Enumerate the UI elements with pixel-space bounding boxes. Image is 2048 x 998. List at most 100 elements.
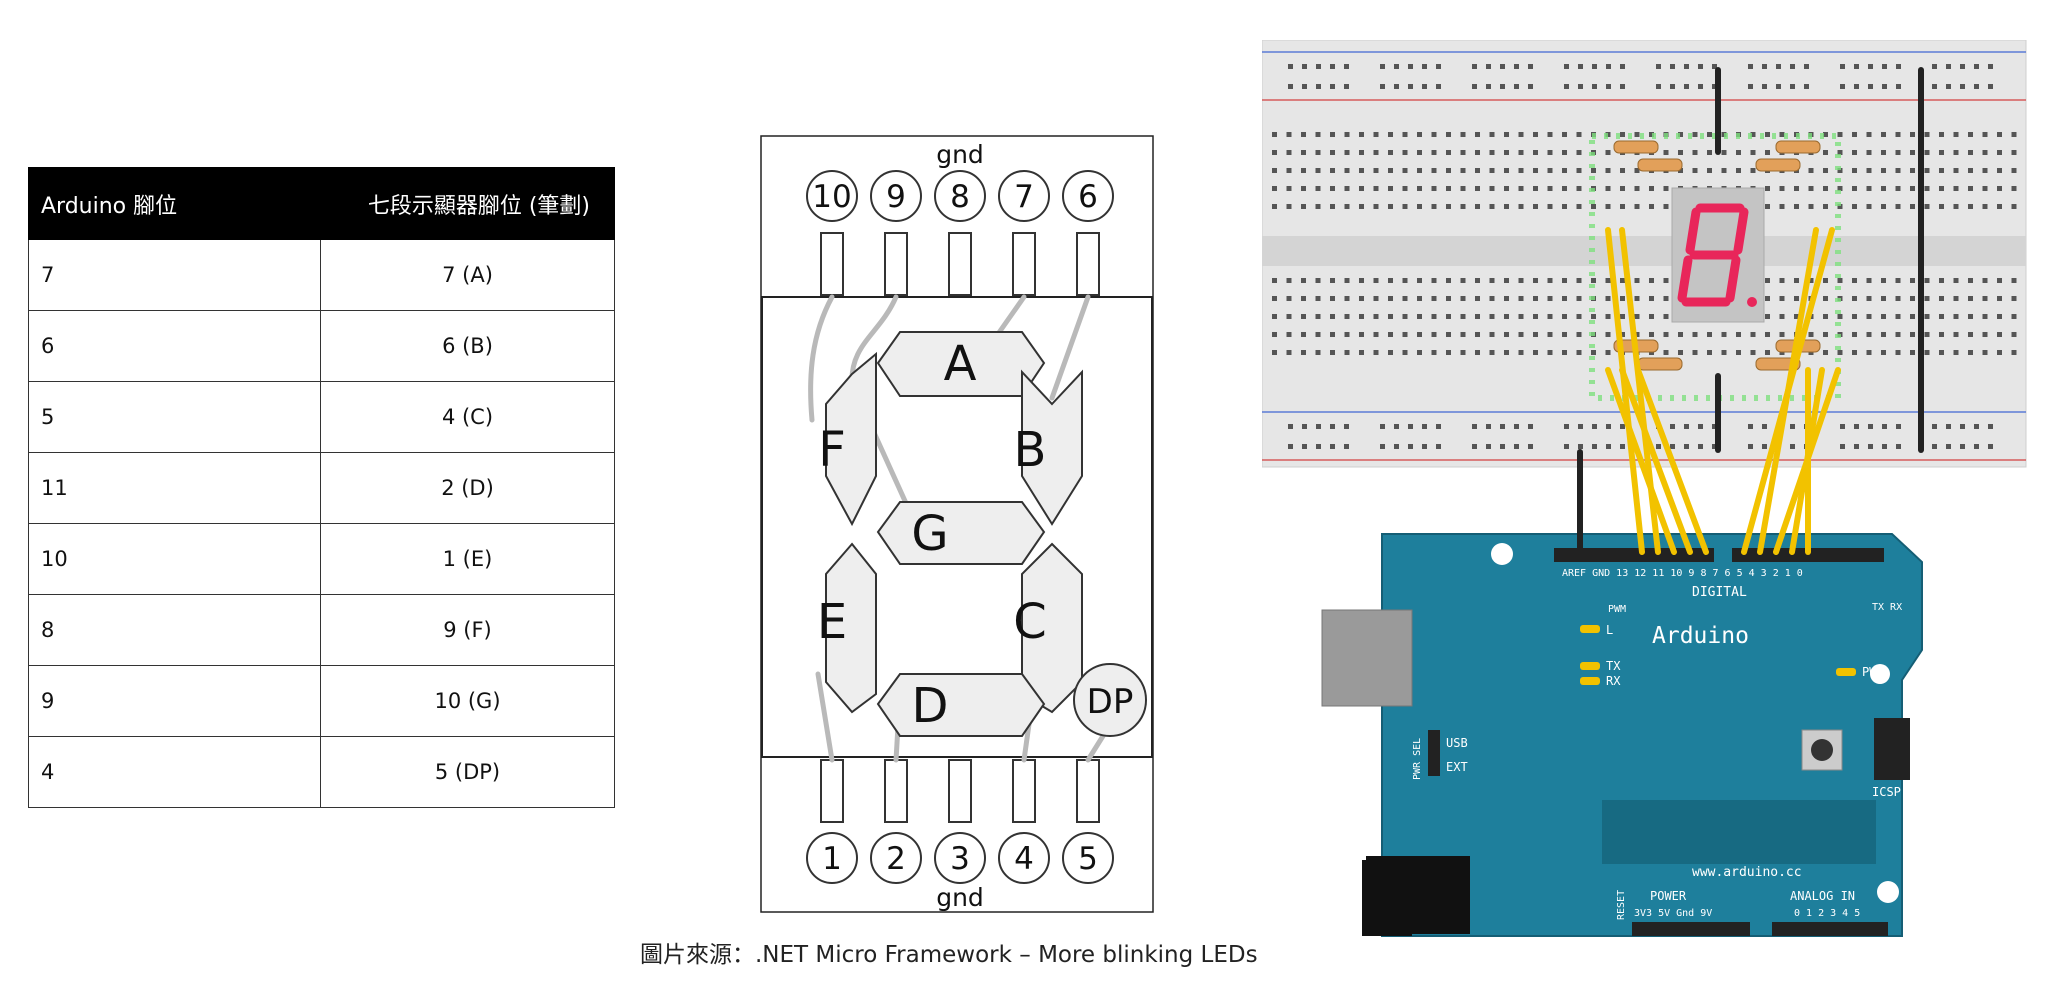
breadboard-hole: [1286, 350, 1292, 355]
breadboard-hole: [1924, 350, 1930, 355]
breadboard-hole: [1997, 332, 2002, 337]
breadboard-hole: [1359, 168, 1364, 173]
breadboard-hole: [1578, 444, 1583, 449]
segment-pin-cell: 2 (D): [320, 452, 615, 524]
breadboard-hole: [1953, 132, 1959, 137]
breadboard-hole: [1486, 84, 1491, 89]
breadboard-holes: [1272, 64, 2017, 449]
breadboard-hole: [1446, 204, 1451, 209]
header-pin-labels: AREF GND 13 12 11 10 9 8 7 6 5 4 3 2 1 0: [1562, 568, 1803, 579]
wire: [1605, 367, 1677, 555]
breadboard-hole: [1380, 424, 1385, 429]
breadboard-hole: [1953, 150, 1959, 155]
breadboard-hole: [1852, 332, 1857, 337]
breadboard-hole: [1359, 350, 1364, 355]
breadboard-hole: [1840, 444, 1845, 449]
breadboard-hole: [1564, 64, 1569, 69]
breadboard-hole: [1707, 150, 1712, 155]
breadboard-hole: [1547, 332, 1553, 337]
breadboard-hole: [1518, 278, 1524, 283]
breadboard-hole: [1373, 186, 1379, 191]
segment-g: [876, 501, 1046, 565]
breadboard-hole: [1330, 64, 1335, 69]
breadboard-hole: [1736, 332, 1741, 337]
pin-label: 4: [1014, 841, 1034, 877]
breadboard-hole: [1489, 314, 1495, 319]
breadboard-hole: [1489, 150, 1495, 155]
breadboard-hole: [1408, 424, 1413, 429]
breadboard-hole: [1997, 296, 2002, 301]
breadboard-hole: [1475, 296, 1480, 301]
breadboard-hole: [1486, 64, 1491, 69]
breadboard-hole: [1698, 424, 1703, 429]
breadboard-hole: [1315, 332, 1321, 337]
breadboard-hole: [1895, 132, 1901, 137]
breadboard-hole: [1417, 132, 1422, 137]
breadboard-hole: [1504, 296, 1509, 301]
breadboard-hole: [1634, 168, 1640, 173]
breadboard-hole: [1736, 350, 1741, 355]
breadboard-hole: [1518, 350, 1524, 355]
breadboard-hole: [1591, 314, 1596, 319]
bottom-pins: 1 2 3 4 5: [806, 759, 1114, 884]
breadboard-hole: [1656, 64, 1661, 69]
breadboard-hole: [1301, 332, 1306, 337]
breadboard-hole: [1684, 424, 1689, 429]
breadboard-hole: [1765, 296, 1770, 301]
breadboard-hole: [1953, 350, 1959, 355]
breadboard-hole: [1272, 204, 1277, 209]
breadboard-hole: [1866, 186, 1872, 191]
breadboard-hole: [1344, 314, 1350, 319]
pwm-label: PWM: [1608, 604, 1626, 615]
breadboard-hole: [1678, 332, 1683, 337]
breadboard-hole: [1500, 444, 1505, 449]
breadboard-hole: [1762, 84, 1767, 89]
breadboard-hole: [1359, 186, 1364, 191]
breadboard-hole: [1388, 278, 1393, 283]
breadboard-hole: [1475, 332, 1480, 337]
breadboard-hole: [1882, 84, 1887, 89]
breadboard-hole: [1779, 332, 1785, 337]
breadboard-hole: [1547, 132, 1553, 137]
breadboard-hole: [1373, 350, 1379, 355]
pin-label: 10: [812, 179, 851, 215]
breadboard-hole: [1460, 204, 1466, 209]
breadboard-hole: [1302, 84, 1307, 89]
pin-label: 8: [950, 179, 970, 215]
breadboard-hole: [1446, 186, 1451, 191]
pin-circle: [806, 170, 858, 222]
breadboard-hole: [1272, 314, 1277, 319]
breadboard-hole: [1953, 314, 1959, 319]
breadboard-hole: [1431, 150, 1437, 155]
breadboard-hole: [1475, 204, 1480, 209]
breadboard-hole: [1504, 278, 1509, 283]
breadboard-hole: [1823, 278, 1828, 283]
breadboard-hole: [1656, 444, 1661, 449]
breadboard-hole: [1852, 278, 1857, 283]
breadboard-hole: [1562, 186, 1567, 191]
breadboard-hole: [1489, 168, 1495, 173]
led-pwr: [1836, 668, 1856, 676]
breadboard-hole: [1417, 168, 1422, 173]
breadboard-hole: [1946, 424, 1951, 429]
segment-b-label: B: [1014, 422, 1047, 478]
breadboard-hole: [1823, 168, 1828, 173]
resistor: [1613, 140, 1659, 154]
mounting-hole: [1877, 881, 1899, 903]
breadboard-hole: [1712, 424, 1717, 429]
breadboard-hole: [1460, 278, 1466, 283]
breadboard-hole: [1472, 64, 1477, 69]
table-header-row: Arduino 腳位 七段示顯器腳位 (筆劃): [28, 167, 615, 240]
breadboard-hole: [2011, 150, 2017, 155]
pin-leg: [884, 759, 908, 823]
breadboard-hole: [1982, 132, 1988, 137]
breadboard-hole: [1422, 424, 1427, 429]
breadboard-hole: [1533, 314, 1538, 319]
breadboard-hole: [1684, 64, 1689, 69]
breadboard-hole: [1837, 314, 1843, 319]
breadboard-hole: [1698, 64, 1703, 69]
pin-circle: [934, 170, 986, 222]
led-l-label: L: [1606, 623, 1613, 637]
breadboard-hole: [1939, 186, 1944, 191]
